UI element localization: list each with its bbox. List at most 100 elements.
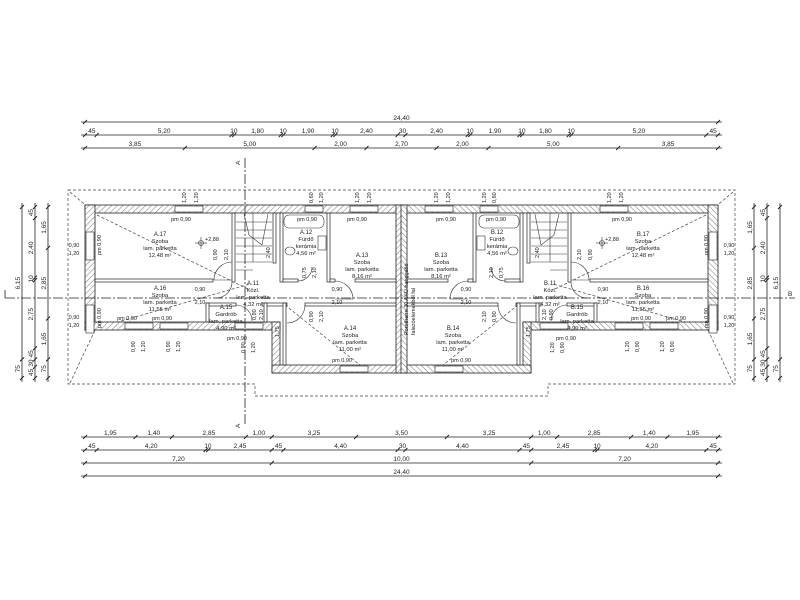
room-name: Szoba [152,239,169,245]
room-name: Gardrób [566,312,587,318]
dimension-label: 45 [28,350,35,358]
room-floor: lam. parketta [345,267,379,273]
dimension-tick [751,316,757,321]
room-name: Fürdő [298,237,313,243]
dimension-label: 1,95 [104,430,117,437]
room-floor: lam. parketta [236,295,270,301]
room-floor: lam. parketta [626,246,660,252]
dimension-label: 3,85 [662,141,675,148]
dimension-label: 75 [773,365,780,373]
opening-dimension: 1,20 [482,192,488,203]
interior-wall [261,302,288,307]
dimension-tick [330,132,336,138]
window [174,205,204,213]
door-label: 0,90 [195,287,206,293]
dimension-tick [32,204,38,210]
dimension-label: 1,65 [41,221,48,234]
room-floor: lam. parketta [436,340,470,346]
dimension-label: 30 [28,359,35,367]
level-marker-icon [195,237,207,249]
opening-dimension: 1,20 [550,342,556,353]
dimension-tick [519,132,525,138]
dimension-tick [777,357,783,362]
dimension-label: 45 [760,350,767,358]
door-label: 2,10 [482,311,488,322]
dimension-label: 2,40 [760,241,767,254]
room-id: B.14 [447,326,460,332]
window-label: pm 0,90 [97,308,103,328]
room-area: 11,00 m² [339,347,362,353]
dimension-tick [364,145,369,151]
dimension-tick [715,434,721,440]
interior-wall [304,302,397,307]
dimension-tick [32,277,38,283]
dimension-tick [332,132,338,138]
opening-dimension: 1,20 [69,251,80,257]
dimension-label: 45 [710,128,718,135]
dimension-tick [395,132,400,138]
dimension-tick [703,132,709,138]
dimension-tick [19,375,25,381]
dimension-tick [45,375,51,381]
dimension-tick [269,460,275,466]
opening-dimension: 1,20 [141,341,147,352]
opening-dimension: 1,20 [251,342,257,353]
dimension-label: 10,00 [393,456,410,463]
window-label: pm 0,90 [332,358,352,364]
dimension-label: 1,95 [686,430,699,437]
dimension-tick [517,447,522,453]
interior-wall [329,278,336,283]
interior-wall [263,302,268,323]
dimension-tick [403,447,408,453]
room-floor: lam. parketta [209,319,243,325]
dimension-label: 24,40 [393,469,410,476]
door-label: 2,10 [542,309,548,320]
room-floor: kerámia [487,244,508,250]
washbasin [317,235,327,251]
dimension-label: 45 [88,128,96,135]
room-area: 4,90 m² [216,326,236,332]
dimension-tick [32,345,38,351]
dimension-tick [32,357,38,362]
dimension-label: 2,00 [456,141,469,148]
dimension-tick [395,447,400,453]
room-id: A.17 [154,232,167,238]
dimension-tick [278,132,284,138]
room-id: B.12 [491,230,504,236]
dimension-label: 24,40 [393,115,410,122]
door-label: 0,90 [213,249,219,260]
dimension-tick [528,447,534,453]
window-label: pm 0,90 [97,235,103,255]
window-label: pm 0,90 [704,308,710,328]
window-label: pm 0,90 [666,316,686,322]
room-id: A.15 [220,305,233,311]
dimension-label: 5,00 [243,141,256,148]
dimension-tick [665,434,670,440]
dimension-label: 10 [204,443,212,450]
room-floor: lam. parketta [626,300,660,306]
window [85,304,95,334]
dimension-tick [528,434,534,440]
room-id: B.11 [544,281,557,287]
axis-label-b: B [788,291,792,298]
dimension-label: 75 [747,365,754,373]
door-label: 2,10 [489,267,495,278]
door-label: 2,10 [195,300,206,306]
dimension-label: 45 [710,443,718,450]
dimension-tick [764,215,770,221]
opening-dimension: 0,90 [560,342,566,353]
opening-dimension: 0,90 [131,341,137,352]
dimension-label: 30 [399,128,407,135]
opening-dimension: 1,20 [446,192,452,203]
dimension-label: 30 [399,443,407,450]
door-label: 2,10 [598,300,609,306]
dimension-label: 2,40 [28,241,35,254]
roof-outline [67,189,736,397]
dimension-tick [486,145,491,151]
door-swing [286,304,306,324]
door-label: 2,10 [312,267,318,278]
dimension-label: 2,75 [760,307,767,320]
